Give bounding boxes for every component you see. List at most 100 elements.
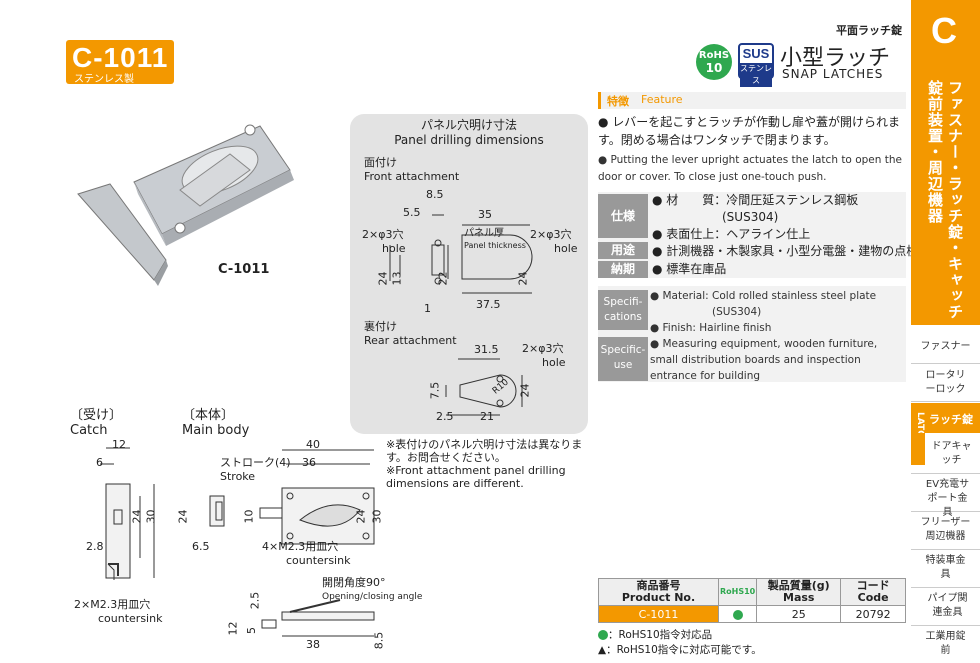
spec-en-bg <box>598 286 906 382</box>
product-code-badge: C-1011 ステンレス製 <box>66 40 174 85</box>
body-dim-6-5: 6.5 <box>192 540 210 553</box>
rohs-dot-icon <box>732 609 743 620</box>
side-dim-8-5: 8.5 <box>372 631 386 650</box>
nav-door-catch[interactable]: ドアキャッチ <box>911 436 980 474</box>
spec-finish: ● 表面仕上：ヘアライン仕上 <box>652 227 811 241</box>
legend-dot-icon <box>598 630 608 640</box>
page-title-en: SNAP LATCHES <box>782 67 884 81</box>
photo-caption: C-1011 <box>218 262 270 277</box>
catch-dim-6: 6 <box>96 456 103 469</box>
spec-use: ● 計測機器・木製家具・小型分電盤・建物の点検口 <box>652 244 931 258</box>
cell-rohs <box>717 605 758 623</box>
catch-side-icon <box>108 563 119 576</box>
dim-21: 21 <box>480 410 494 423</box>
dim-8-5: 8.5 <box>426 188 444 201</box>
cell-code: 20792 <box>840 605 906 623</box>
main-body-label: 〔本体〕Main body <box>182 408 250 438</box>
body-side-drawing <box>261 599 375 637</box>
dim-7-5: 7.5 <box>428 381 442 400</box>
dim-24b: 24 <box>516 271 530 286</box>
th-rohs: RoHS10 <box>717 578 758 606</box>
legend-dot: ：RoHS10指令対応品 <box>598 628 712 642</box>
side-dim-38: 38 <box>306 638 320 651</box>
body-dim-40: 40 <box>306 438 320 451</box>
catch-dim-2-8: 2.8 <box>86 540 104 553</box>
feature-header: 特徴 Feature <box>598 92 906 109</box>
drilling-title: パネル穴明け寸法 Panel drilling dimensions <box>394 118 544 147</box>
body-dim-30: 30 <box>370 509 384 524</box>
catch-label: 〔受け〕Catch <box>70 408 123 438</box>
delivery-label: 納期 <box>598 261 648 278</box>
nav-ev[interactable]: EV充電サポート金具 <box>911 474 980 518</box>
legend-tri: ▲：RoHS10指令に対応可能です。 <box>598 644 762 656</box>
section-tab-c: C ファスナー・ラッチ錠・キャッチ錠前装置・周辺機器 <box>911 0 980 325</box>
feature-jp: ● レバーを起こすとラッチが作動し扉や蓋が開けられます。閉める場合はワンタッチで… <box>598 115 901 147</box>
material-sub: ステンレス製 <box>74 74 134 85</box>
nav-pipe[interactable]: パイプ関連金具 <box>911 588 980 626</box>
spec-material-en: ● Material: Cold rolled stainless steel … <box>650 290 877 302</box>
catch-drawing <box>100 447 155 580</box>
body-dim-36: 36 <box>302 456 316 469</box>
spec-jp-bg <box>598 192 906 278</box>
spec-finish-en: ● Finish: Hairline finish <box>650 322 772 334</box>
cell-mass: 25 <box>756 605 842 623</box>
stroke-label: ストローク(4)Stroke <box>220 456 291 483</box>
dim-2-5: 2.5 <box>436 410 454 423</box>
category-small: 平面ラッチ錠 <box>836 24 902 37</box>
use-label: 用途 <box>598 242 648 259</box>
side-dim-5: 5 <box>245 627 258 634</box>
catch-dim-30: 30 <box>144 509 158 524</box>
nav-industrial-lock[interactable]: 工業用錠前 <box>925 631 966 656</box>
side-dim-2-5: 2.5 <box>248 591 262 610</box>
spec-label: 仕様 <box>598 194 648 238</box>
side-dim-12: 12 <box>226 621 240 636</box>
catch-dim-12: 12 <box>112 438 126 451</box>
dim-31-5: 31.5 <box>474 343 499 356</box>
dim-1: 1 <box>424 302 431 315</box>
page-title: 小型ラッチ <box>780 46 891 71</box>
dim-37-5: 37.5 <box>476 298 501 311</box>
nav-freezer[interactable]: フリーザー周辺機器 <box>911 512 980 550</box>
catch-dim-24: 24 <box>130 509 144 524</box>
nav-special-vehicle[interactable]: 特装車金具 <box>911 550 980 588</box>
nav-fastener[interactable]: ファスナー <box>911 330 980 364</box>
angle-label: 開閉角度90°Opening/closing angle <box>322 576 423 602</box>
nav-latch-active[interactable]: LATCHES ラッチ錠 <box>911 403 980 465</box>
use-label-en: Specific-use <box>598 337 648 381</box>
cell-product: C-1011 <box>598 605 719 623</box>
spec-material2: (SUS304) <box>722 210 779 224</box>
dim-24a: 24 <box>376 271 390 286</box>
latches-stripe <box>911 433 925 463</box>
spec-use-en: ● Measuring equipment, wooden furniture,… <box>650 338 878 382</box>
nav-rotary-lock[interactable]: ロータリーロック <box>911 364 980 402</box>
product-code: C-1011 <box>72 42 169 73</box>
spec-material: ● 材 質：冷間圧延ステンレス鋼板 <box>652 193 859 207</box>
product-photo <box>77 124 294 286</box>
body-dim-24a: 24 <box>176 509 190 524</box>
body-dim-10: 10 <box>242 509 256 524</box>
dim-35: 35 <box>478 208 492 221</box>
spec-material2-en: (SUS304) <box>712 306 762 318</box>
dim-22: 22 <box>436 271 450 286</box>
th-mass: 製品質量(g)Mass <box>756 578 842 606</box>
feature-en: ● Putting the lever upright actuates the… <box>598 154 902 183</box>
body-dim-24b: 24 <box>354 509 368 524</box>
main-body-drawing <box>209 449 375 545</box>
triangle-icon: ▲ <box>598 644 607 656</box>
spec-delivery: ● 標準在庫品 <box>652 262 727 276</box>
drilling-note: ※表付けのパネル穴明け寸法は異なります。お問合せください。 ※Front att… <box>386 438 583 490</box>
drilling-drawing <box>389 214 533 416</box>
dim-24c: 24 <box>518 383 532 398</box>
table-row: C-1011 25 20792 <box>598 605 906 623</box>
